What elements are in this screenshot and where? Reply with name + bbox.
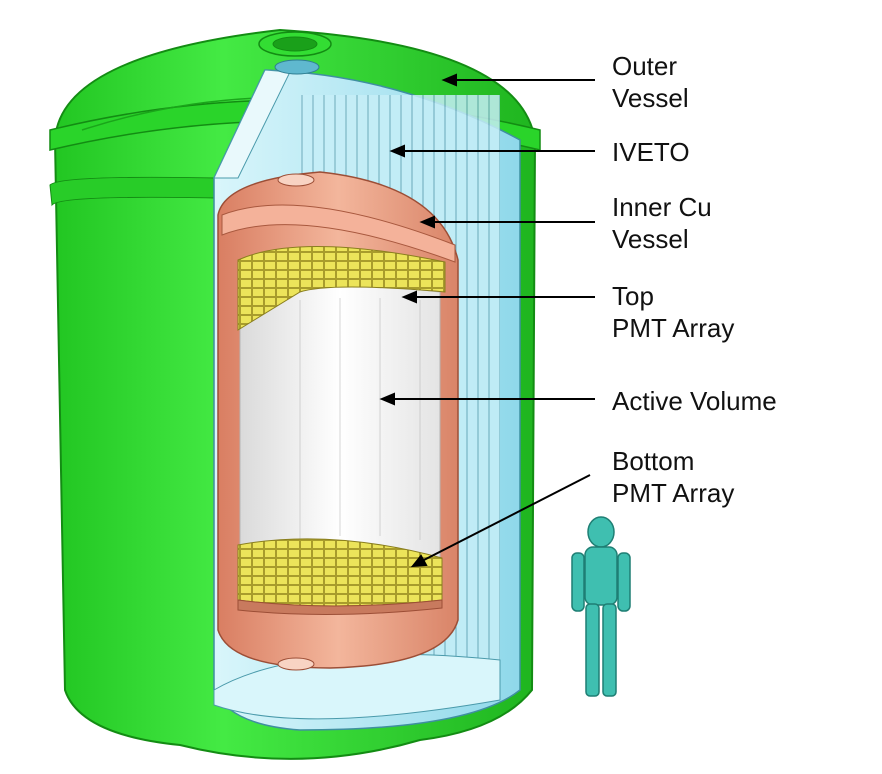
leader-lines: [379, 73, 595, 568]
arrowhead-outer-vessel: [441, 73, 457, 87]
label-outer-vessel: Outer Vessel: [612, 50, 689, 114]
label-top-pmt-array: Top PMT Array: [612, 280, 734, 344]
human-scale-figure-icon: [571, 516, 631, 697]
label-inner-cu-vessel: Inner Cu Vessel: [612, 191, 712, 255]
label-outer-vessel-line-2: Vessel: [612, 83, 689, 113]
label-inner-cu-vessel-line-2: Vessel: [612, 224, 689, 254]
arrowhead-inner-cu: [419, 215, 435, 229]
label-outer-vessel-line-1: Outer: [612, 51, 678, 81]
label-active-volume: Active Volume: [612, 385, 777, 417]
label-top-pmt-array-line-1: Top: [612, 281, 654, 311]
label-iveto-line-1: IVETO: [612, 137, 690, 167]
label-bottom-pmt-array-line-2: PMT Array: [612, 478, 735, 508]
label-bottom-pmt-array-line-1: Bottom: [612, 446, 695, 476]
bottom-pmt-array: [237, 538, 443, 616]
arrowhead-active-volume: [379, 392, 395, 406]
top-pmt-array: [237, 245, 446, 331]
label-active-volume-line-1: Active Volume: [612, 386, 777, 416]
arrowhead-iveto: [389, 144, 405, 158]
arrowhead-top-pmt: [401, 290, 417, 304]
active-volume: [239, 283, 441, 561]
label-bottom-pmt-array: Bottom PMT Array: [612, 445, 734, 509]
arrowhead-bottom-pmt: [410, 554, 428, 568]
label-iveto: IVETO: [612, 136, 690, 168]
label-top-pmt-array-line-2: PMT Array: [612, 313, 735, 343]
label-inner-cu-vessel-line-1: Inner Cu: [612, 192, 712, 222]
leader-bottom-pmt: [419, 474, 591, 563]
